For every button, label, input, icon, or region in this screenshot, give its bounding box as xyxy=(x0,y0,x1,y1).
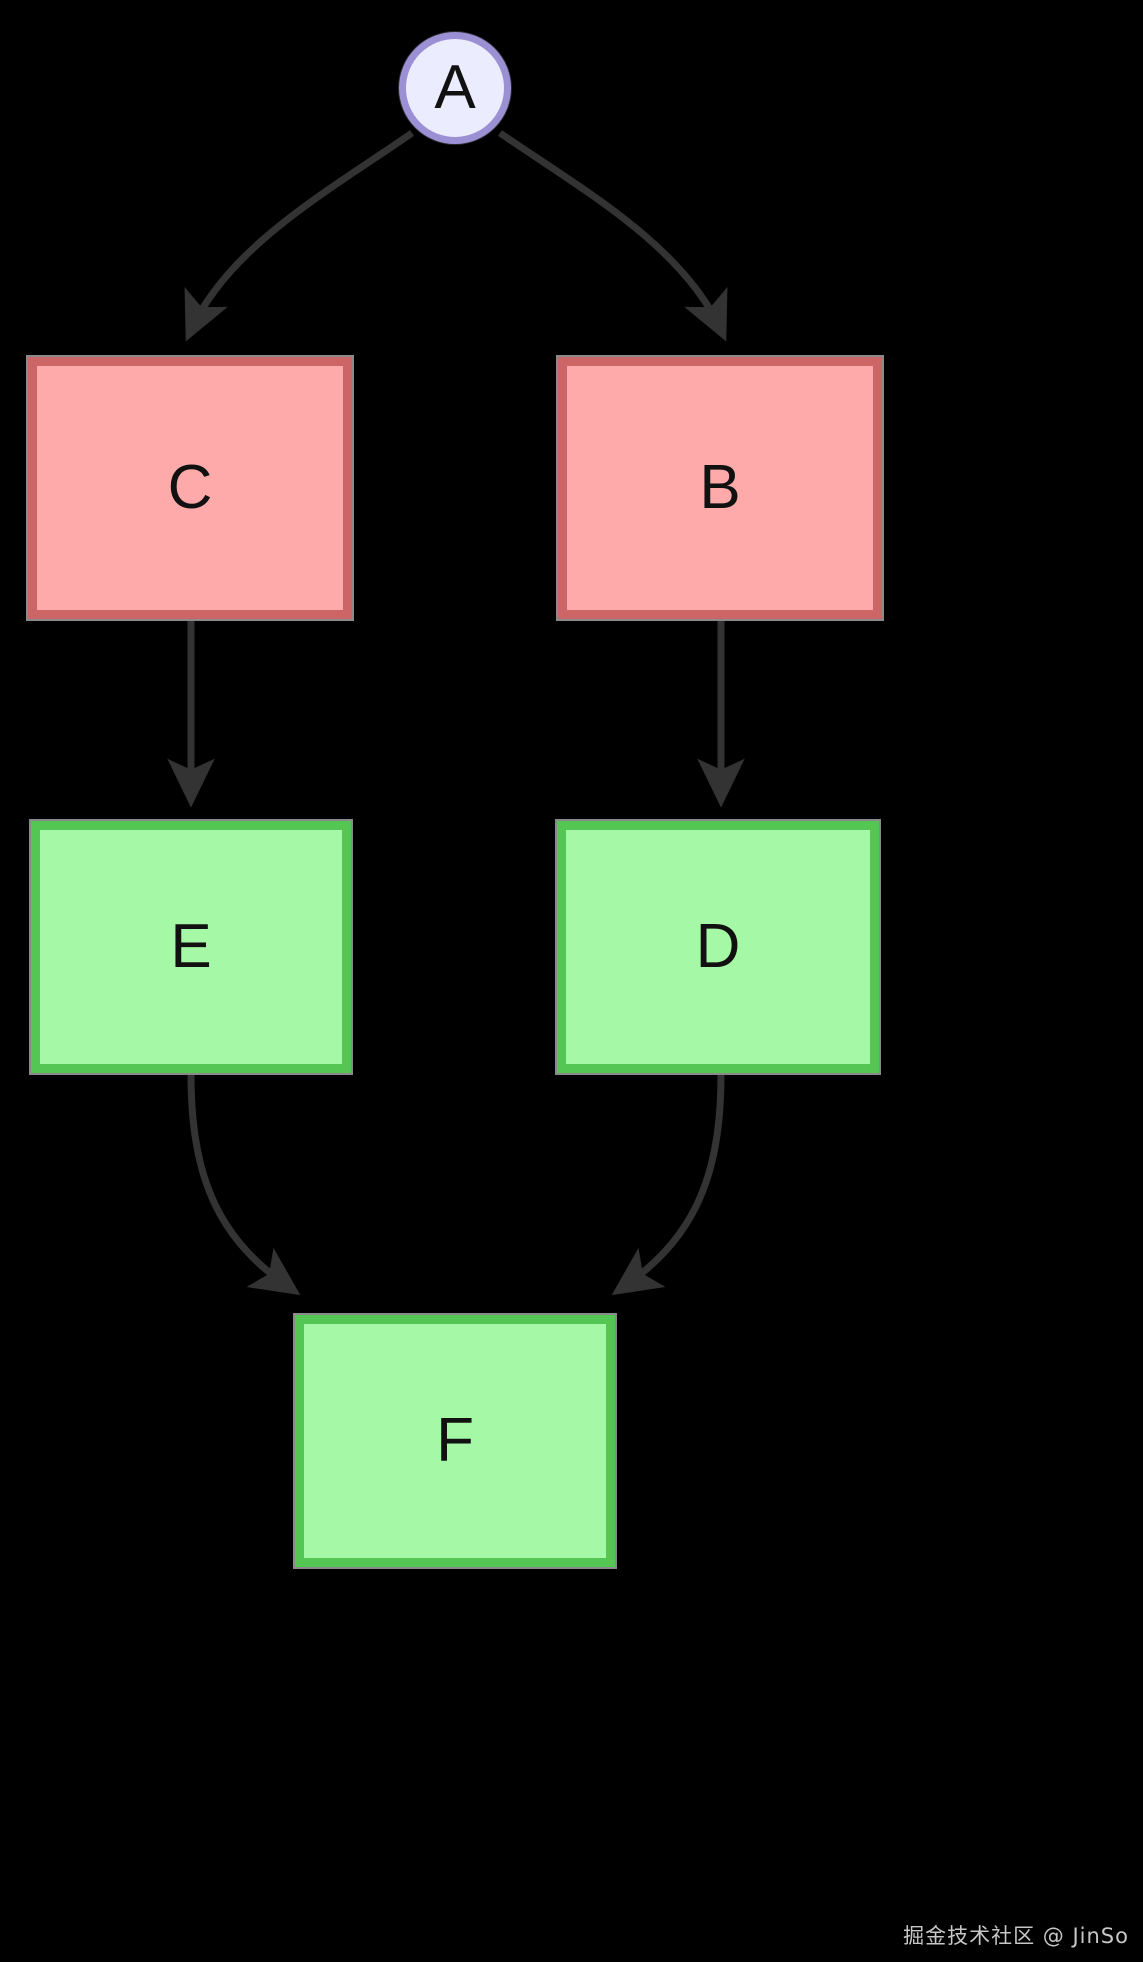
watermark-text: 掘金技术社区 @ JinSo xyxy=(903,1924,1129,1948)
node-d-label: D xyxy=(695,912,741,981)
edge-a-to-c xyxy=(184,130,414,342)
edge-a-to-b xyxy=(498,130,728,342)
node-b[interactable]: B xyxy=(556,355,884,621)
node-b-label: B xyxy=(699,453,741,522)
node-f[interactable]: F xyxy=(293,1313,617,1569)
node-c-label: C xyxy=(167,453,213,522)
edge-d-to-f xyxy=(611,1073,725,1296)
node-a[interactable]: A xyxy=(399,32,511,144)
node-e[interactable]: E xyxy=(29,819,353,1075)
node-a-label: A xyxy=(434,53,476,122)
node-f-label: F xyxy=(436,1406,474,1475)
node-c[interactable]: C xyxy=(26,355,354,621)
edge-e-to-f xyxy=(187,1073,301,1296)
node-d[interactable]: D xyxy=(555,819,881,1075)
node-e-label: E xyxy=(170,912,212,981)
